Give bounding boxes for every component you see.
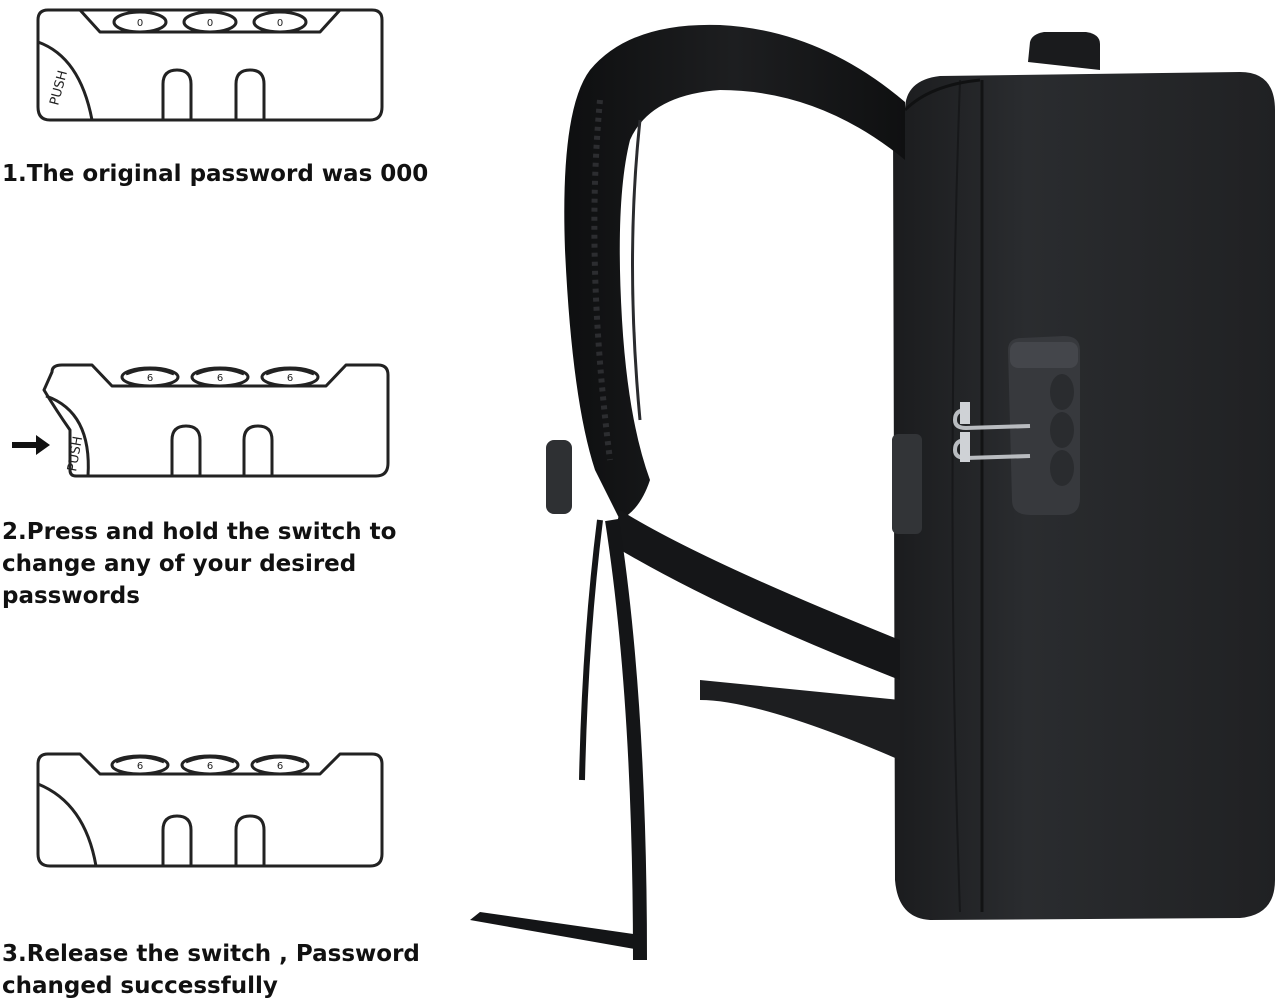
backpack-side-view: [470, 24, 1275, 961]
dial-digit-3: 6: [277, 761, 283, 772]
combination-lock: [952, 336, 1080, 515]
lock-diagram-step-2: 6 6 6 PUSH: [42, 363, 390, 478]
caption-line: 3.Release the switch , Password: [2, 941, 420, 967]
dial-digit-1: 0: [137, 18, 143, 29]
strap-buckle: [546, 440, 572, 514]
push-label: PUSH: [47, 69, 71, 107]
step-1-caption: 1.The original password was 000: [2, 158, 432, 190]
side-pocket-strap: [892, 434, 922, 534]
dial-digit-2: 6: [217, 373, 223, 384]
caption-line: 1.The original password was 000: [2, 161, 429, 187]
caption-line: change any of your desired: [2, 551, 357, 577]
shoulder-strap: [564, 24, 905, 521]
lower-strap: [612, 510, 900, 680]
caption-line: 2.Press and hold the switch to: [2, 519, 397, 545]
dial-digit-3: 6: [287, 373, 293, 384]
step-3-caption: 3.Release the switch , Password changed …: [2, 938, 432, 1002]
dial-digit-2: 6: [207, 761, 213, 772]
caption-line: changed successfully: [2, 973, 278, 999]
arrow-icon: [12, 432, 52, 458]
caption-line: passwords: [2, 583, 140, 609]
lock-diagram-step-3: 6 6 6: [36, 752, 384, 868]
bag-body: [893, 72, 1275, 920]
dial-digit-2: 0: [207, 18, 213, 29]
top-handle: [1028, 32, 1100, 70]
step-2-caption: 2.Press and hold the switch to change an…: [2, 516, 432, 612]
dial-digit-1: 6: [147, 373, 153, 384]
dial-digit-3: 0: [277, 18, 283, 29]
push-label: PUSH: [65, 435, 86, 472]
dial-digit-1: 6: [137, 761, 143, 772]
lock-diagram-step-1: 0 0 0 PUSH: [36, 8, 384, 122]
